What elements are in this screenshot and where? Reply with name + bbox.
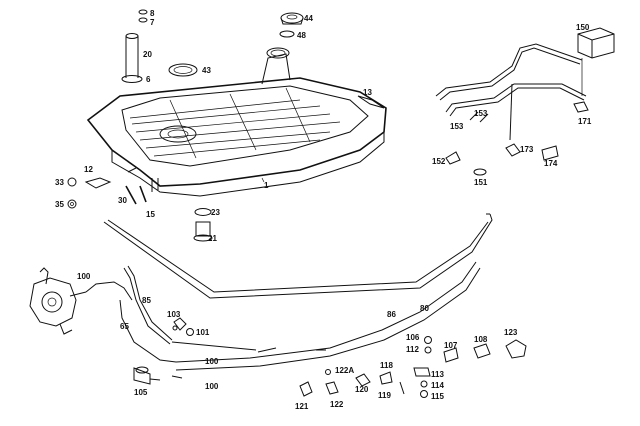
gasket-ring: [168, 63, 198, 77]
callout-35: 35: [55, 200, 64, 209]
callout-44: 44: [304, 14, 313, 23]
callout-120: 120: [355, 385, 369, 394]
callout-119: 119: [378, 391, 391, 400]
vent-lines: [435, 43, 587, 141]
callout-122A: 122A: [335, 366, 354, 375]
callout-171: 171: [578, 117, 592, 126]
callout-100-mid: 100: [205, 357, 219, 366]
small-hardware: [299, 336, 527, 398]
filler-seal: [279, 30, 295, 38]
callout-21: 21: [208, 234, 217, 243]
fuel-lines-main: [103, 213, 493, 299]
callout-114: 114: [431, 381, 444, 390]
callout-106: 106: [406, 333, 420, 342]
fuel-strainer: [193, 221, 213, 242]
callout-153-upper: 153: [474, 109, 488, 118]
callout-151: 151: [474, 178, 488, 187]
callout-174: 174: [544, 159, 558, 168]
callout-labels: 8 7 20 6 43 44 48 13 1 12 33 35 30 15 23…: [55, 9, 592, 411]
fuel-filter: [133, 366, 161, 385]
cover-plate: [84, 177, 112, 189]
callout-112: 112: [406, 345, 419, 354]
callout-48: 48: [297, 31, 306, 40]
callout-85: 85: [142, 296, 151, 305]
right-clips: [445, 101, 589, 176]
callout-20: 20: [143, 50, 152, 59]
callout-13: 13: [363, 88, 372, 97]
tank-sender-unit: [121, 9, 148, 83]
callout-105: 105: [134, 388, 148, 397]
callout-173: 173: [520, 145, 534, 154]
callout-8: 8: [150, 9, 155, 18]
callout-108: 108: [474, 335, 488, 344]
callout-107: 107: [444, 341, 458, 350]
sealing-ring: [194, 208, 212, 216]
callout-7: 7: [150, 18, 155, 27]
callout-123: 123: [504, 328, 518, 337]
line-clips-center: [172, 317, 194, 336]
drain-plug-washer: [67, 177, 77, 209]
connecting-hoses: [125, 185, 147, 205]
callout-6: 6: [146, 75, 151, 84]
callout-103: 103: [167, 310, 181, 319]
callout-86: 86: [387, 310, 396, 319]
callout-101: 101: [196, 328, 210, 337]
callout-15: 15: [146, 210, 155, 219]
callout-150: 150: [576, 23, 590, 32]
callout-12: 12: [84, 165, 93, 174]
callout-115: 115: [431, 392, 444, 401]
callout-152: 152: [432, 157, 446, 166]
callout-153-lower: 153: [450, 122, 464, 131]
callout-80: 80: [420, 304, 429, 313]
callout-100-pump: 100: [77, 272, 91, 281]
callout-121: 121: [295, 402, 309, 411]
callout-30: 30: [118, 196, 127, 205]
fuel-pump: [29, 267, 87, 335]
callout-23: 23: [211, 208, 220, 217]
fuel-tank: [86, 47, 387, 197]
callout-65: 65: [120, 322, 129, 331]
filler-cap: [280, 12, 304, 25]
callout-122: 122: [330, 400, 344, 409]
charcoal-canister: [577, 27, 615, 96]
callout-113: 113: [431, 370, 444, 379]
callout-100-low: 100: [205, 382, 219, 391]
pump-fuel-lines: [85, 261, 481, 379]
callout-33: 33: [55, 178, 64, 187]
callout-43: 43: [202, 66, 211, 75]
callout-118: 118: [380, 361, 393, 370]
tank-strap-bracket: [357, 95, 385, 109]
callout-1: 1: [264, 181, 269, 190]
